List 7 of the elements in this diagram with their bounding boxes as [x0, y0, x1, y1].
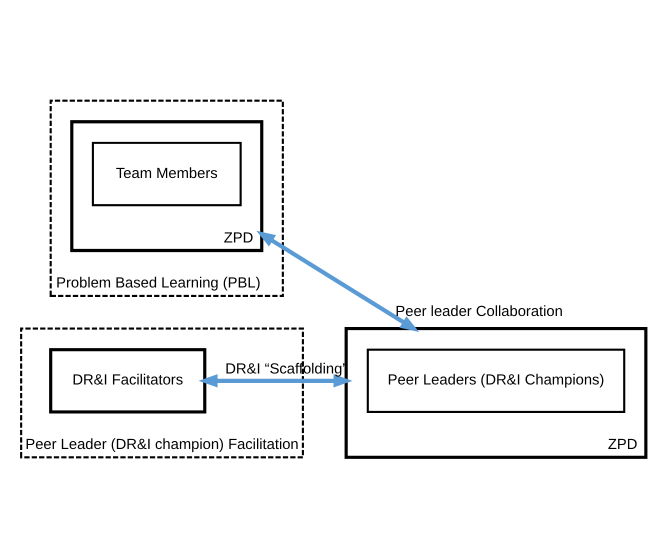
edge-label: Peer leader Collaboration: [395, 304, 563, 320]
arrow: [198, 374, 353, 388]
node-box: DR&I Facilitators: [49, 348, 206, 414]
node-box: Peer Leaders (DR&I Champions): [366, 348, 626, 414]
edge-label: DR&I “Scaffolding”: [225, 362, 348, 378]
node-box: Team Members: [92, 142, 242, 206]
arrow: [256, 230, 420, 332]
